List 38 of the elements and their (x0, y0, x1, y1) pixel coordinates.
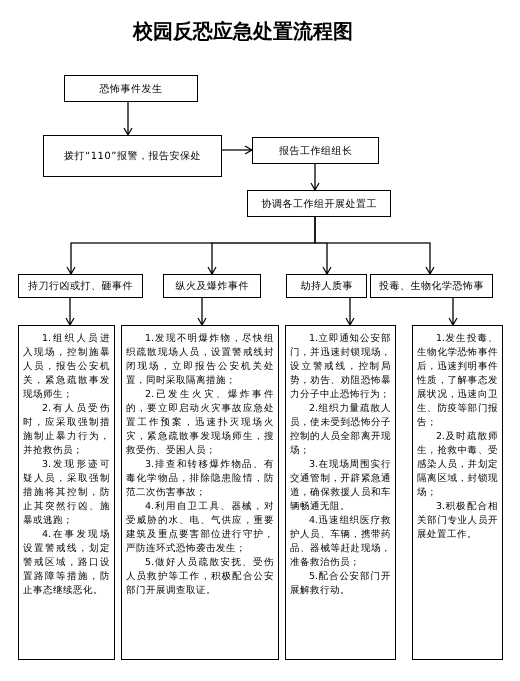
arrow (222, 145, 253, 155)
step-text: 4.迅速组织医疗救护人员、车辆，携带药品、器械等赶赴现场，准备救治伤员； (290, 514, 391, 570)
title: 校园反恐应急处置流程图 (132, 18, 354, 45)
step-text: 2.组织力量疏散人员，使未受到恐怖分子控制的人员全部离开现场； (290, 402, 391, 458)
process-box: 拨打“110”报警，报告安保处 (43, 135, 222, 177)
arrow (197, 298, 207, 326)
step-text: 1.发现不明爆炸物，尽快组织疏散现场人员，设置警戒线封闭现场，立即报告公安机关处置，同时采取隔离措施； (126, 332, 274, 388)
process-box: 报告工作组组长 (252, 137, 379, 164)
step-text: 3.在现场周围实行交通管制，开辟紧急通道，确保救援人员和车辆畅通无阻。 (290, 458, 391, 514)
arrow (123, 102, 133, 136)
action-list-box (285, 325, 396, 660)
process-box: 协调各工作组开展处置工 (247, 190, 391, 217)
step-text: 4.在事发现场设置警戒线，划定警戒区域，路口设置路障等措施，防止事态继续恶化。 (23, 528, 110, 598)
event-type-box: 持刀行凶或打、砸事件 (18, 274, 143, 298)
event-type-box: 纵火及爆炸事件 (163, 274, 261, 298)
event-type-box: 劫持人质事 (286, 274, 367, 298)
step-text: 5.做好人员疏散安抚、受伤人员救护等工作，积极配合公安部门开展调查取证。 (126, 556, 274, 598)
step-text: 4.利用自卫工具、器械，对受威胁的水、电、气供应，重要建筑及重点要害部位进行守护，严防连环式恐怖袭击发生； (126, 500, 274, 556)
step-text: 3.积极配合相关部门专业人员开展处置工作。 (417, 500, 498, 542)
action-list-box (412, 325, 503, 660)
step-text: 2.及时疏散师生，抢救中毒、受感染人员，并划定隔离区域，封锁现场； (417, 430, 498, 500)
step-text: 1.组织人员进入现场，控制施暴人员，报告公安机关，紧急疏散事发现场师生； (23, 332, 110, 402)
arrow (448, 298, 458, 326)
action-list-box (121, 325, 279, 660)
process-box: 恐怖事件发生 (64, 75, 198, 102)
arrow (65, 298, 75, 326)
arrow (345, 298, 355, 326)
step-text: 3.发现形迹可疑人员，采取强制措施将其控制，防止其突然行凶、施暴或逃跑； (23, 458, 110, 528)
step-text: 3.排查和转移爆炸物品、有毒化学物品，排除隐患险情，防范二次伤害事故； (126, 458, 274, 500)
step-text: 2.有人员受伤时，应采取强制措施制止暴力行为，并抢救伤员； (23, 402, 110, 458)
step-text: 2.已发生火灾、爆炸事件的，要立即启动火灾事故应急处置工作预案，迅速扑灭现场火灾，紧急疏散事发现场师生，搜救受伤、受困人员； (126, 388, 274, 458)
arrow (314, 217, 435, 275)
action-list-box (18, 325, 115, 660)
event-type-box: 投毒、生物化学恐怖事 (370, 274, 493, 298)
arrow (310, 164, 320, 191)
step-text: 1.发生投毒、生物化学恐怖事件后，迅速判明事件性质，了解事态发展状况，迅速向卫生、防疫等部门报告； (417, 332, 498, 430)
step-text: 1.立即通知公安部门，并迅速封锁现场，设立警戒线，控制局势，劝告、劝阻恐怖暴力分子中止恐怖行为； (290, 332, 391, 402)
step-text: 5.配合公安部门开展解救行动。 (290, 570, 391, 598)
